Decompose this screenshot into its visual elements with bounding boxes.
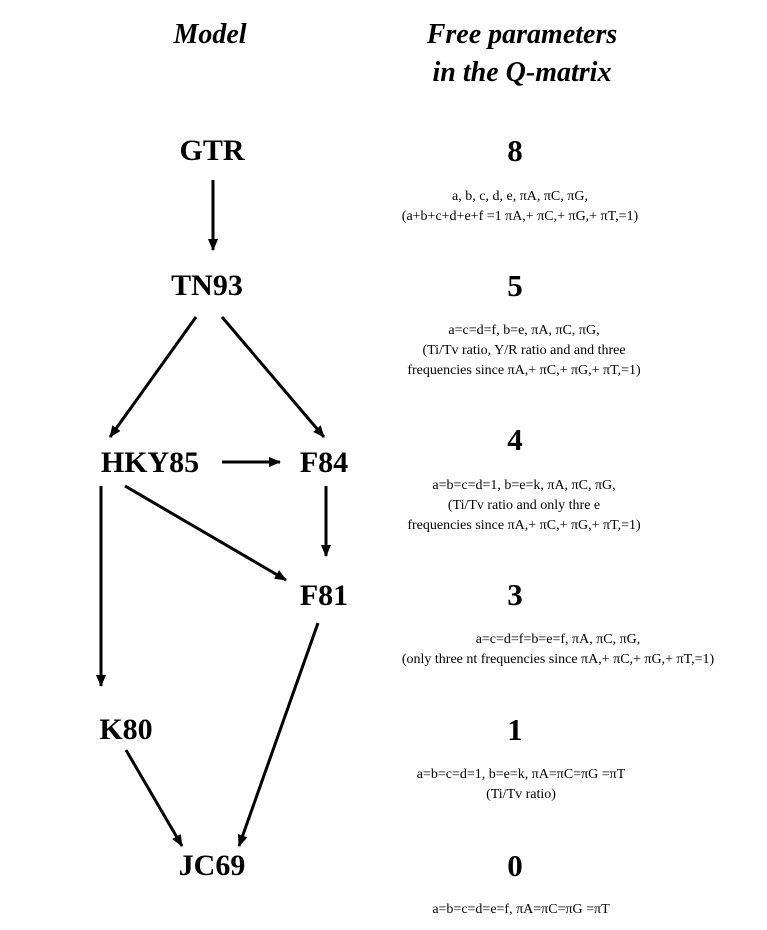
param-desc-line: a=b=c=d=e=f, πA=πC=πG =πT: [432, 902, 610, 917]
param-desc-k80: a=b=c=d=1, b=e=k, πA=πC=πG =πT (Ti/Tv ra…: [386, 765, 656, 805]
free-parameters-header-line1: Free parameters: [426, 19, 618, 50]
param-desc-hky85: a=b=c=d=1, b=e=k, πA, πC, πG, (Ti/Tv rat…: [376, 476, 672, 536]
param-desc-line: a=c=d=f, b=e, πA, πC, πG,: [448, 323, 600, 338]
model-node-f84: F84: [299, 446, 349, 479]
param-count-gtr: 8: [507, 133, 523, 168]
param-desc-line: a=c=d=f=b=e=f, πA, πC, πG,: [475, 632, 641, 647]
param-desc-line: (a+b+c+d+e+f =1 πA,+ πC,+ πG,+ πT,=1): [401, 209, 639, 224]
model-column-header: Model: [173, 19, 247, 50]
param-desc-line: a=b=c=d=1, b=e=k, πA, πC, πG,: [432, 478, 616, 493]
model-node-f81: F81: [299, 579, 349, 612]
param-count-k80: 1: [507, 712, 523, 747]
param-desc-line: frequencies since πA,+ πC,+ πG,+ πT,=1): [407, 363, 641, 378]
model-node-hky85: HKY85: [100, 446, 200, 479]
arrow-k80-to-jc69: [124, 749, 184, 847]
param-desc-line: (only three nt frequencies since πA,+ πC…: [401, 652, 715, 667]
model-node-jc69: JC69: [178, 849, 246, 882]
param-desc-line: a, b, c, d, e, πA, πC, πG,: [452, 189, 588, 204]
model-node-tn93: TN93: [171, 269, 243, 302]
model-node-k80: K80: [99, 713, 153, 746]
param-desc-line: a=b=c=d=1, b=e=k, πA=πC=πG =πT: [416, 767, 626, 782]
param-desc-jc69: a=b=c=d=e=f, πA=πC=πG =πT: [396, 900, 646, 920]
arrow-hky85-to-f81: [124, 484, 287, 582]
arrow-f81-to-jc69: [237, 622, 320, 847]
param-count-f81: 3: [507, 577, 523, 612]
param-count-tn93: 5: [507, 268, 523, 303]
param-desc-f81: a=c=d=f=b=e=f, πA, πC, πG, (only three n…: [372, 630, 744, 670]
param-count-hky85: 4: [507, 422, 523, 457]
arrow-tn93-to-f84: [220, 316, 326, 438]
param-desc-tn93: a=c=d=f, b=e, πA, πC, πG, (Ti/Tv ratio, …: [376, 321, 672, 381]
model-node-gtr: GTR: [179, 134, 245, 167]
arrow-tn93-to-hky85: [108, 316, 198, 438]
free-parameters-header-line2: in the Q-matrix: [432, 57, 612, 88]
param-desc-line: (Ti/Tv ratio, Y/R ratio and and three: [422, 343, 626, 358]
param-desc-line: frequencies since πA,+ πC,+ πG,+ πT,=1): [407, 518, 641, 533]
param-desc-line: (Ti/Tv ratio and only thre e: [447, 498, 601, 513]
param-desc-line: (Ti/Tv ratio): [486, 787, 556, 802]
param-count-jc69: 0: [507, 848, 523, 883]
param-desc-gtr: a, b, c, d, e, πA, πC, πG, (a+b+c+d+e+f …: [372, 187, 668, 227]
